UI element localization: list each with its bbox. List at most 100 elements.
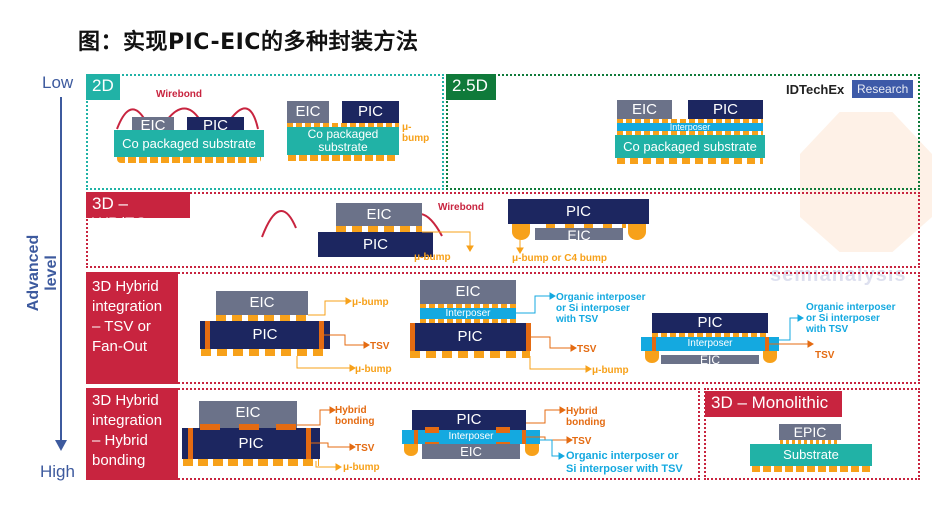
- substrate: Substrate: [750, 444, 872, 466]
- tsv-right: [522, 430, 526, 444]
- bump-right: [525, 444, 539, 456]
- hybrid-line: bonding: [566, 417, 606, 428]
- hybrid-pad: [425, 427, 439, 433]
- interposer: Interposer: [420, 308, 516, 319]
- bump-left: [645, 351, 659, 363]
- hybrid-pad: [496, 427, 510, 433]
- tsv-right: [526, 323, 531, 351]
- tsv-left: [188, 428, 193, 459]
- tsv-left: [205, 321, 210, 349]
- eic-chip: EIC: [420, 280, 516, 304]
- substrate-flip: Co packaged substrate: [287, 127, 399, 155]
- bump-left: [404, 444, 418, 456]
- hybrid-pad: [276, 424, 296, 430]
- tag-line: 3D Hybrid: [92, 278, 159, 295]
- tag-line: integration: [92, 298, 163, 315]
- tag-2-5d: 2.5D: [446, 74, 496, 100]
- bump-right: [763, 351, 777, 363]
- tag-line: Fan-Out: [92, 338, 148, 355]
- eic-chip: EIC: [617, 100, 672, 119]
- ubumps: [420, 304, 516, 308]
- ubumps-bottom: [201, 349, 329, 356]
- hybrid-line: Hybrid: [335, 405, 367, 416]
- idtechex-logo: IDTechEx: [786, 82, 845, 97]
- tsv-label: TSV: [577, 344, 597, 355]
- ubump-label: μ-bump: [355, 364, 392, 375]
- axis-line: [60, 97, 62, 440]
- wirebond-icon: [116, 107, 259, 130]
- bga-bumps: [752, 466, 870, 472]
- ubumps-top: [216, 315, 308, 321]
- hybrid-pad: [239, 424, 259, 430]
- organic-interposer-label: Organic interposer or Si interposer with…: [806, 302, 895, 335]
- tsv-left: [414, 430, 418, 444]
- pic-chip: PIC: [652, 313, 768, 333]
- ubumps: [420, 319, 516, 323]
- tsv-label: TSV: [815, 350, 835, 361]
- organic-interposer-label: Organic interposer or Si interposer with…: [566, 450, 683, 476]
- pic-chip-fc: PIC: [508, 199, 649, 224]
- ubump-label: μ-bump: [414, 252, 451, 263]
- page-title: 图：实现PIC-EIC的多种封装方法: [78, 30, 419, 55]
- pic-chip: PIC: [318, 232, 433, 257]
- ubumps-bottom: [617, 131, 763, 135]
- ubump-label: μ-bump: [402, 122, 430, 144]
- organic-line: with TSV: [806, 324, 849, 335]
- axis-high-label: High: [40, 462, 75, 481]
- tag-3d-monolithic: 3D – Monolithic: [705, 391, 842, 417]
- eic-chip: EIC: [132, 117, 174, 131]
- tsv-right: [765, 337, 769, 351]
- ubumps-bottom: [410, 351, 530, 358]
- eic-chip: EIC: [336, 203, 422, 226]
- pic-chip: PIC: [412, 410, 526, 430]
- tsv-left: [410, 323, 415, 351]
- eic-chip: EIC: [661, 355, 759, 364]
- watermark-logo: [800, 112, 932, 252]
- bga-bumps-flip: [288, 155, 398, 161]
- pic-chip: PIC: [182, 428, 320, 459]
- tag-line: – Hybrid: [92, 432, 148, 449]
- tag-line: 3D Hybrid: [92, 392, 159, 409]
- ubumps: [780, 440, 840, 444]
- epic-chip: EPIC: [779, 424, 841, 440]
- tag-line: integration: [92, 412, 163, 429]
- tag-line: – TSV or: [92, 318, 151, 335]
- ubumps: [287, 123, 399, 127]
- substrate-line-2: substrate: [318, 140, 368, 154]
- ubumps: [546, 224, 626, 228]
- tag-line: bonding: [92, 452, 146, 469]
- tag-3d-wbfc: 3D – WB/FC: [86, 192, 190, 233]
- hybrid-line: Hybrid: [566, 406, 598, 417]
- c4-bump-right: [628, 224, 646, 240]
- tag-2d: 2D: [86, 74, 120, 100]
- axis-low-label: Low: [42, 73, 74, 92]
- eic-chip: EIC: [199, 401, 297, 428]
- tag-3d-tsv: 3D Hybrid integration – TSV or Fan-Out: [86, 272, 178, 384]
- ubump-label: μ-bump: [343, 462, 380, 473]
- pic-chip: PIC: [200, 321, 330, 349]
- tsv-label: TSV: [370, 341, 390, 352]
- substrate: Co packaged substrate: [615, 135, 765, 158]
- wirebond-label: Wirebond: [156, 89, 203, 100]
- tsv-label: TSV: [572, 436, 592, 447]
- eic-chip-fc: EIC: [535, 228, 623, 240]
- substrate-line-1: Co packaged: [307, 127, 379, 141]
- eic-chip-flip: EIC: [287, 101, 329, 123]
- pic-chip: PIC: [688, 100, 763, 119]
- tsv-label: TSV: [355, 443, 375, 454]
- substrate: Co packaged substrate: [114, 130, 264, 157]
- hybrid-bonding-label: Hybrid bonding: [335, 405, 374, 427]
- ubumps: [652, 333, 768, 337]
- organic-line: with TSV: [556, 314, 599, 325]
- organic-line: Organic interposer: [556, 292, 646, 303]
- panel-3d-wbfc: [86, 192, 920, 268]
- c4-bump-left: [512, 224, 530, 240]
- watermark-text: semianalysis: [770, 264, 907, 286]
- ubumps: [336, 226, 422, 232]
- tsv-left: [652, 337, 656, 351]
- ubumps-bottom: [183, 459, 319, 466]
- tsv-right: [319, 321, 324, 349]
- panel-2-5d: [446, 74, 920, 190]
- pic-chip: PIC: [410, 323, 530, 351]
